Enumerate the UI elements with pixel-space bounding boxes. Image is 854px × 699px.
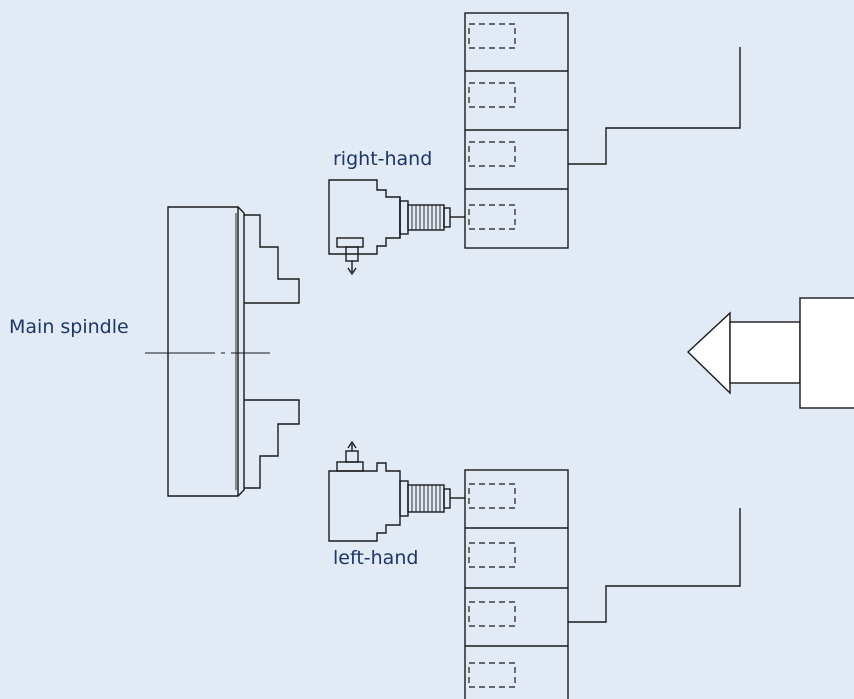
tailstock: [686, 297, 854, 409]
left-hand-label: left-hand: [333, 547, 419, 569]
right-hand-tool-holder: [328, 179, 465, 276]
left-hand-tool-holder: [328, 440, 465, 542]
right-hand-label: right-hand: [333, 148, 433, 170]
main-spindle-chuck: [145, 206, 300, 497]
lower-turret: [464, 469, 741, 699]
upper-turret: [464, 12, 741, 249]
main-spindle-label: Main spindle: [9, 316, 129, 338]
